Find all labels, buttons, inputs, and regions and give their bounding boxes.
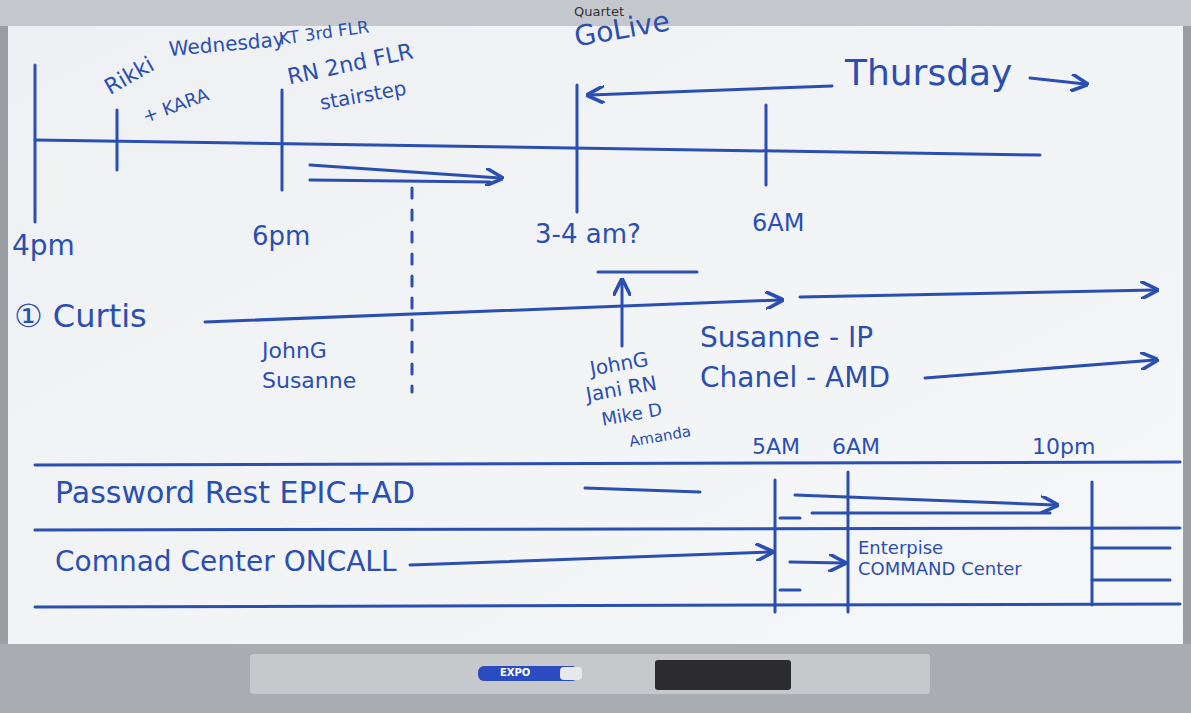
board-label: + KARA [140, 85, 212, 128]
board-label: Amanda [628, 423, 692, 451]
tick [774, 480, 777, 612]
arrow [621, 282, 624, 346]
board-label: 10pm [1032, 434, 1095, 459]
board-label: Susanne - IP [700, 322, 873, 354]
tick [281, 90, 284, 190]
line [780, 517, 800, 520]
board-surface [8, 26, 1183, 644]
bar [598, 271, 697, 274]
dashed-line [411, 188, 414, 392]
tick [1092, 579, 1170, 582]
band-line [35, 462, 1180, 465]
marker-cap [560, 667, 582, 680]
board-label: KT 3rd FLR [278, 17, 370, 49]
tick [847, 472, 850, 612]
board-label: 6pm [252, 222, 310, 252]
board-label: Chanel - AMD [700, 362, 890, 394]
tick [1092, 547, 1170, 550]
band-line [35, 528, 1180, 530]
arrow [812, 512, 1050, 515]
board-label: Mike D [600, 399, 664, 430]
board-label: Enterpise COMMAND Center [858, 538, 1043, 579]
board-label: Thursday [845, 52, 1012, 93]
arrow [410, 552, 770, 565]
board-label: Susanne [262, 368, 356, 393]
tick [765, 105, 768, 185]
tray [0, 644, 1191, 713]
tray-ledge [250, 654, 930, 694]
timeline [35, 140, 1040, 155]
board-label: 3-4 am? [535, 220, 641, 250]
arrow [800, 290, 1155, 297]
arrow [205, 300, 780, 322]
arrow [790, 562, 843, 563]
board-label: 4pm [12, 230, 75, 262]
board-label: 6AM [832, 434, 880, 459]
board-label: 6AM [752, 210, 804, 238]
tick [1091, 482, 1094, 605]
eraser [655, 660, 791, 690]
arrow [1030, 78, 1085, 84]
board-label: JohnG [262, 338, 327, 363]
arrow [795, 495, 1055, 505]
line [585, 488, 700, 492]
board-label: ① Curtis [14, 298, 147, 335]
board-label: Comnad Center ONCALL [55, 546, 397, 578]
tick [116, 110, 119, 170]
band-line [35, 604, 1180, 607]
arrow [590, 86, 832, 95]
tick [576, 85, 579, 212]
board-label: Rikki [100, 52, 159, 100]
line [780, 589, 800, 592]
board-label: 5AM [752, 434, 800, 459]
board-label: EXPO [500, 667, 530, 679]
board-label: Password Rest EPIC+AD [55, 476, 415, 511]
arrow [925, 360, 1155, 378]
board-label: stairstep [318, 77, 408, 115]
tick [34, 65, 37, 222]
marker-lines [35, 65, 1180, 612]
arrow [310, 180, 490, 182]
arrow [310, 165, 500, 178]
board-label: Wednesday [168, 28, 285, 61]
